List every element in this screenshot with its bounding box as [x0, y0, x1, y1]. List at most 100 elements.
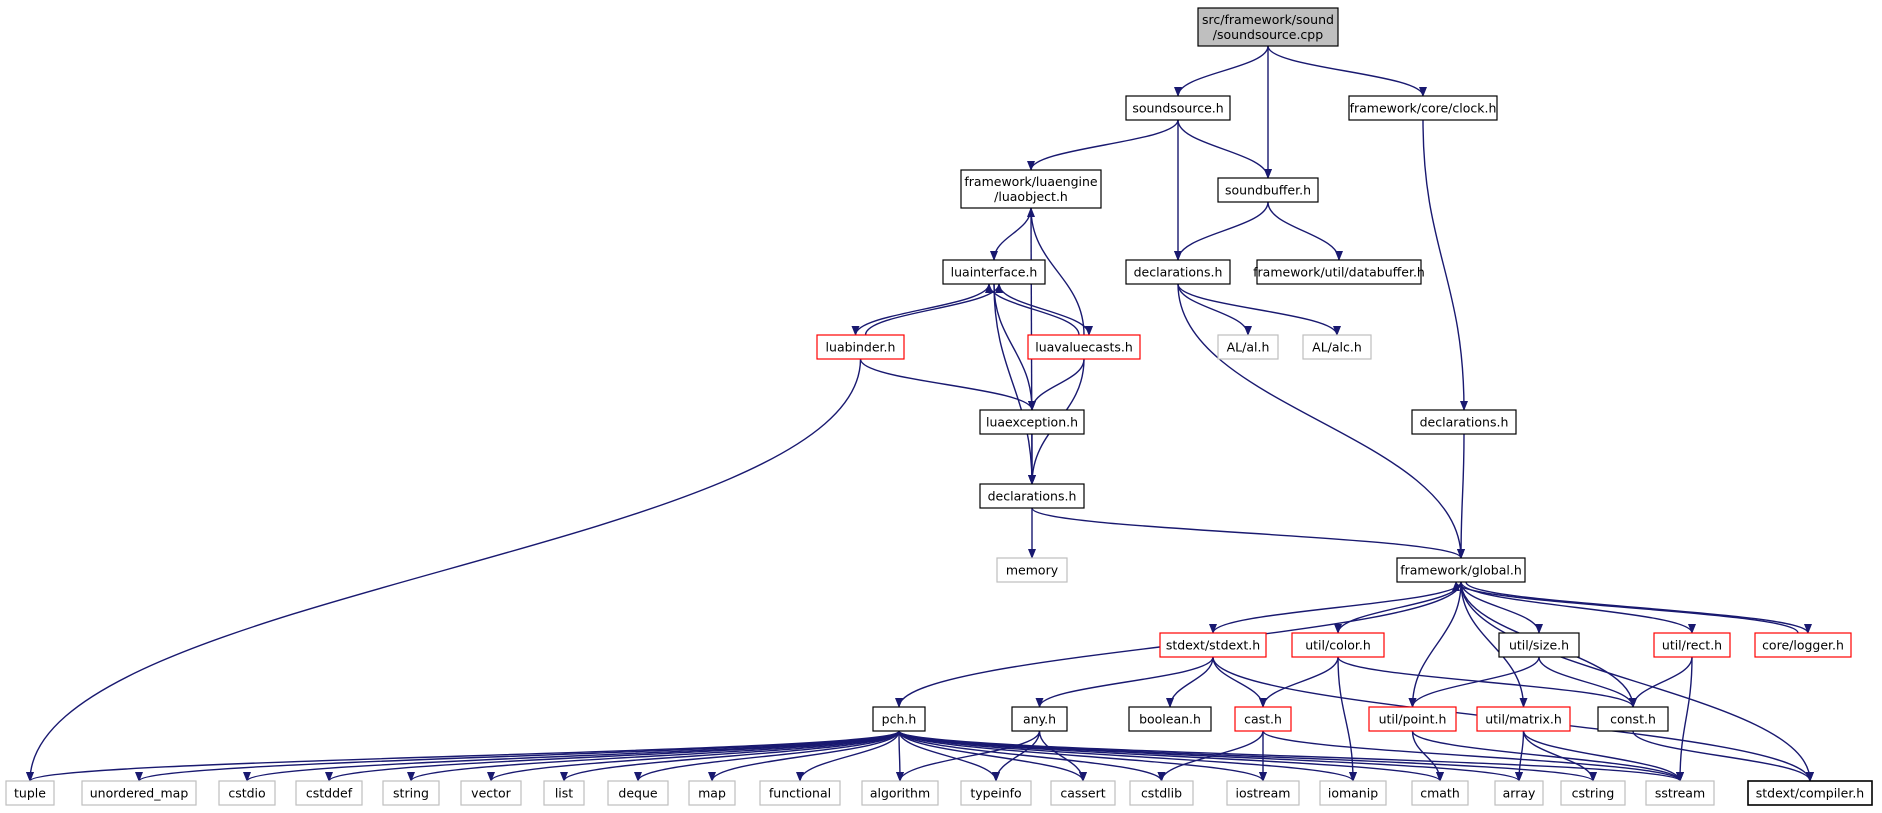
node-cstdlib[interactable]: cstdlib — [1129, 780, 1194, 806]
node-compiler-h[interactable]: stdext/compiler.h — [1747, 780, 1873, 806]
node-algorithm[interactable]: algorithm — [861, 780, 939, 806]
edge-pch_h-to-algorithm — [895, 730, 904, 782]
node-string[interactable]: string — [382, 780, 440, 806]
node-color-h[interactable]: util/color.h — [1291, 632, 1385, 658]
node-const-h[interactable]: const.h — [1597, 706, 1669, 732]
node-box — [295, 780, 363, 806]
edge-point_h-to-sstream — [1411, 730, 1684, 782]
edge-declarations_sound-to-al_h — [1177, 283, 1252, 336]
node-box — [1560, 780, 1626, 806]
node-box — [1217, 334, 1279, 360]
node-box — [1597, 706, 1669, 732]
node-cstdio[interactable]: cstdio — [218, 780, 276, 806]
edge-luaobject_h-to-luainterface_h — [990, 207, 1032, 261]
node-any-h[interactable]: any.h — [1011, 706, 1068, 732]
node-databuffer-h[interactable]: framework/util/databuffer.h — [1253, 259, 1425, 285]
node-label: unordered_map — [90, 786, 189, 801]
node-cassert[interactable]: cassert — [1050, 780, 1116, 806]
node-label: util/point.h — [1379, 712, 1447, 727]
node-box — [979, 409, 1085, 435]
node-label: algorithm — [870, 786, 930, 801]
node-box — [1348, 95, 1498, 121]
node-box — [1411, 409, 1517, 435]
node-tuple[interactable]: tuple — [5, 780, 55, 806]
edge-matrix_h-to-cstring — [1522, 730, 1597, 782]
node-luaexception-h[interactable]: luaexception.h — [979, 409, 1085, 435]
node-label: string — [393, 786, 429, 801]
edge-root-to-clock_h — [1267, 45, 1427, 97]
node-iostream[interactable]: iostream — [1226, 780, 1300, 806]
node-box — [1129, 780, 1194, 806]
node-label: list — [555, 786, 573, 801]
node-luavaluecasts-h[interactable]: luavaluecasts.h — [1027, 334, 1141, 360]
node-soundbuffer-h[interactable]: soundbuffer.h — [1217, 177, 1319, 203]
edges-layer — [26, 45, 1814, 782]
node-box — [460, 780, 522, 806]
edge-declarations_core-to-global_h — [1457, 433, 1466, 559]
node-deque[interactable]: deque — [607, 780, 669, 806]
node-matrix-h[interactable]: util/matrix.h — [1476, 706, 1571, 732]
node-alc-h[interactable]: AL/alc.h — [1302, 334, 1372, 360]
node-label: luainterface.h — [951, 265, 1038, 280]
edge-pch_h-to-deque — [634, 730, 900, 782]
node-global-h[interactable]: framework/global.h — [1396, 557, 1526, 583]
node-label: cassert — [1060, 786, 1105, 801]
node-map[interactable]: map — [688, 780, 736, 806]
node-box — [1498, 632, 1580, 658]
node-al-h[interactable]: AL/al.h — [1217, 334, 1279, 360]
node-declarations-sound[interactable]: declarations.h — [1125, 259, 1231, 285]
edge-luavaluecasts_h-to-luaobject_h — [1027, 207, 1085, 336]
node-stdext-h[interactable]: stdext/stdext.h — [1159, 632, 1267, 658]
node-array[interactable]: array — [1494, 780, 1544, 806]
node-sstream[interactable]: sstream — [1645, 780, 1715, 806]
edge-pch_h-to-unordered_map — [135, 730, 900, 782]
node-cmath[interactable]: cmath — [1411, 780, 1469, 806]
node-pch-h[interactable]: pch.h — [872, 706, 926, 732]
node-label: const.h — [1610, 712, 1656, 727]
node-luaobject-h[interactable]: framework/luaengine/luaobject.h — [960, 169, 1102, 209]
node-declarations-core[interactable]: declarations.h — [1411, 409, 1517, 435]
node-point-h[interactable]: util/point.h — [1368, 706, 1457, 732]
node-box — [1197, 7, 1339, 47]
node-boolean-h[interactable]: boolean.h — [1128, 706, 1212, 732]
node-memory[interactable]: memory — [996, 557, 1068, 583]
edge-rect_h-to-sstream — [1676, 656, 1693, 782]
node-cstddef[interactable]: cstddef — [295, 780, 363, 806]
node-luainterface-h[interactable]: luainterface.h — [942, 259, 1046, 285]
node-unordered-map[interactable]: unordered_map — [81, 780, 197, 806]
node-label: boolean.h — [1139, 712, 1201, 727]
edge-color_h-to-const_h — [1337, 656, 1637, 708]
node-label: iomanip — [1328, 786, 1378, 801]
node-list[interactable]: list — [543, 780, 585, 806]
node-label: sstream — [1655, 786, 1705, 801]
edge-global_h-to-logger_h — [1465, 581, 1812, 634]
node-size-h[interactable]: util/size.h — [1498, 632, 1580, 658]
node-luabinder-h[interactable]: luabinder.h — [816, 334, 905, 360]
node-functional[interactable]: functional — [759, 780, 841, 806]
node-cast-h[interactable]: cast.h — [1234, 706, 1292, 732]
node-box — [1027, 334, 1141, 360]
node-declarations-lua[interactable]: declarations.h — [979, 483, 1085, 509]
node-cstring[interactable]: cstring — [1560, 780, 1626, 806]
node-typeinfo[interactable]: typeinfo — [960, 780, 1032, 806]
node-rect-h[interactable]: util/rect.h — [1653, 632, 1731, 658]
edge-stdext_h-to-boolean_h — [1166, 656, 1214, 708]
node-box — [1125, 259, 1231, 285]
node-clock-h[interactable]: framework/core/clock.h — [1348, 95, 1498, 121]
node-root[interactable]: src/framework/sound/soundsource.cpp — [1197, 7, 1339, 47]
edge-luavaluecasts_h-to-luaexception_h — [1028, 358, 1085, 411]
node-box — [1159, 632, 1267, 658]
edge-pch_h-to-typeinfo — [898, 730, 1000, 782]
node-label: functional — [769, 786, 831, 801]
edge-luabinder_h-to-luainterface_h — [864, 283, 1003, 336]
edge-pch_h-to-vector — [487, 730, 900, 782]
node-label: util/color.h — [1305, 638, 1371, 653]
node-logger-h[interactable]: core/logger.h — [1754, 632, 1852, 658]
edge-soundbuffer_h-to-databuffer_h — [1267, 201, 1343, 261]
node-soundsource-h[interactable]: soundsource.h — [1125, 95, 1231, 121]
node-iomanip[interactable]: iomanip — [1319, 780, 1387, 806]
node-label: cstddef — [306, 786, 353, 801]
node-vector[interactable]: vector — [460, 780, 522, 806]
node-label: soundsource.h — [1132, 101, 1223, 116]
edge-luainterface_h-to-declarations_lua — [993, 283, 1036, 485]
